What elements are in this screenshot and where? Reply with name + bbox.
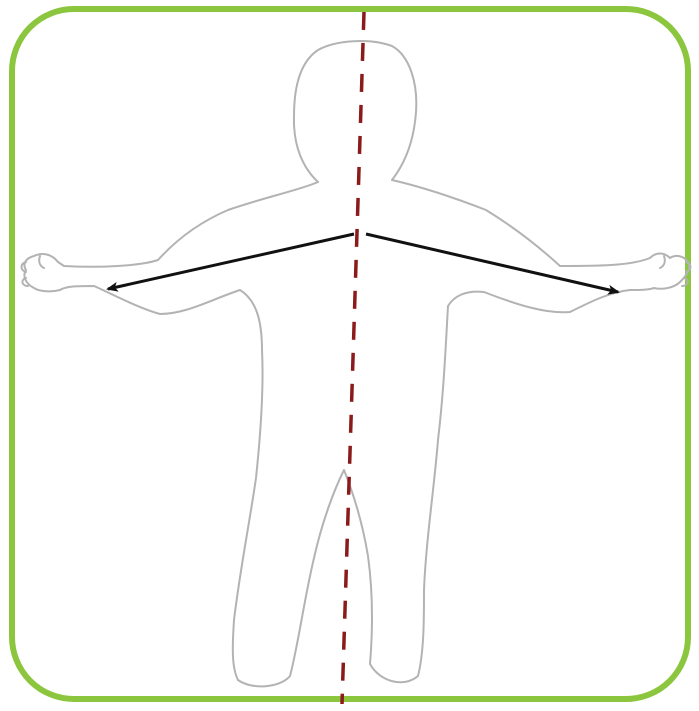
arrow-to-left-hand [108,234,354,289]
vertical-midline-dashed [342,12,364,704]
arrow-to-right-hand [366,234,618,292]
left-hand-fingers [22,256,45,286]
head-outline [294,41,416,182]
body-silhouette [24,180,689,686]
child-body-outline [22,41,691,686]
rounded-frame [12,9,688,699]
